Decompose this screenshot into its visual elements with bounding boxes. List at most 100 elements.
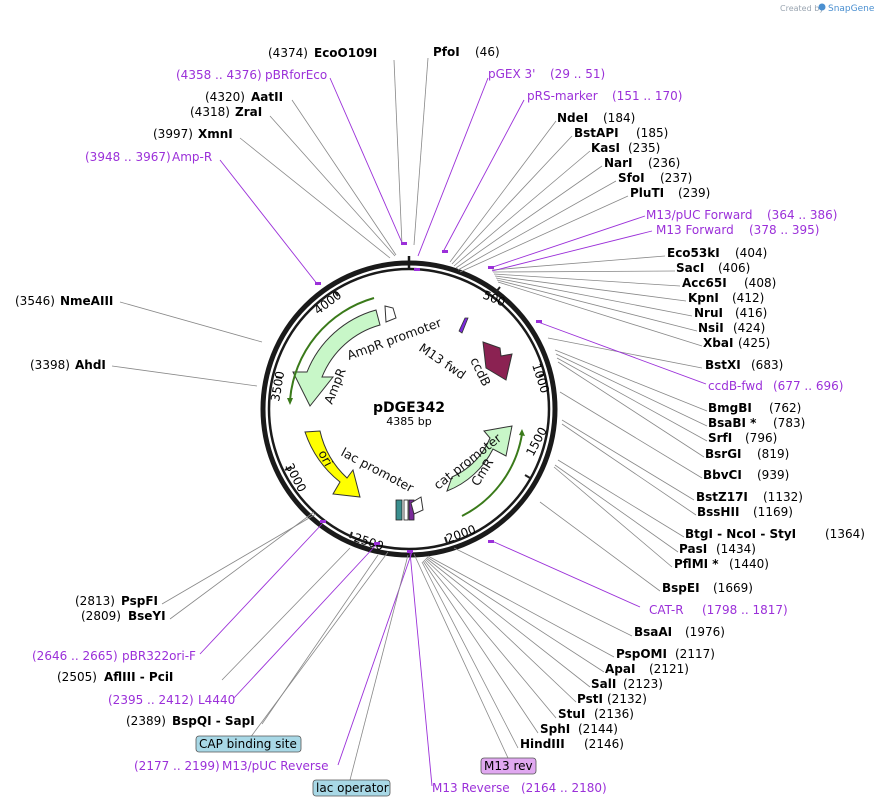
- plasmid-name: pDGE342: [373, 400, 445, 416]
- site-pos: (237): [660, 171, 692, 185]
- m13-rev-label: M13 rev: [484, 759, 533, 773]
- cmr-gene-arrow: [446, 425, 513, 492]
- site-name: PspFI: [121, 594, 158, 608]
- tick-label: 3500: [268, 370, 287, 403]
- m13-rev-box: [480, 757, 537, 775]
- site-pos: (416): [735, 306, 767, 320]
- ori-label: ori: [315, 447, 336, 468]
- primer-range: (378 .. 395): [749, 223, 819, 237]
- site-pos: (46): [475, 45, 500, 59]
- tick-mark: [538, 373, 546, 377]
- site-pos: (412): [732, 291, 764, 305]
- lac-operator-label: lac operator: [316, 781, 389, 795]
- site-pos: (2123): [623, 677, 663, 691]
- site-pos: (2117): [675, 647, 715, 661]
- tick-mark: [349, 531, 353, 539]
- site-name: EcoO109I: [314, 46, 377, 60]
- site-pos: (2146): [584, 737, 624, 751]
- site-pos: (1434): [716, 542, 756, 556]
- site-name: BmgBI: [708, 401, 752, 415]
- site-name: NsiI: [698, 321, 724, 335]
- site-pos: (2132): [607, 692, 647, 706]
- primer-name: pBR322ori-F: [122, 649, 196, 663]
- primer-range: (3948 .. 3967): [85, 150, 171, 164]
- site-name: NruI: [694, 306, 723, 320]
- primer-name: pRS-marker: [527, 89, 598, 103]
- ampr-gene-arrow: [292, 309, 381, 407]
- site-name: ZraI: [235, 105, 262, 119]
- tick-mark: [275, 376, 283, 379]
- tick-label: 4000: [311, 288, 344, 318]
- site-name: BstZ17I: [696, 490, 748, 504]
- primer-range: (2395 .. 2412): [108, 693, 194, 707]
- site-name: StuI: [558, 707, 585, 721]
- site-pos: (762): [769, 401, 801, 415]
- primer-markers: [315, 242, 542, 553]
- site-name: Eco53kI: [667, 246, 720, 260]
- site-name: BsrGI: [705, 447, 742, 461]
- site-name: AflIII - PciI: [104, 670, 173, 684]
- site-pos: (424): [733, 321, 765, 335]
- ori-arrow: [304, 430, 361, 498]
- site-pos: (1169): [753, 505, 793, 519]
- site-pos: (1976): [685, 625, 725, 639]
- site-pos: (3997): [153, 127, 193, 141]
- tick-mark: [444, 536, 448, 544]
- site-pos: (796): [745, 431, 777, 445]
- site-name: KasI: [591, 141, 620, 155]
- site-name: BspEI: [662, 581, 700, 595]
- site-pos: (2121): [649, 662, 689, 676]
- site-name: SfoI: [618, 171, 645, 185]
- primer-name: CAT-R: [649, 603, 684, 617]
- site-pos: (939): [757, 468, 789, 482]
- site-pos: (2389): [126, 714, 166, 728]
- site-name: AhdI: [75, 358, 106, 372]
- site-name: HindIII: [520, 737, 565, 751]
- site-name: NmeAIII: [60, 294, 113, 308]
- lac-promoter-block: [395, 499, 403, 521]
- primer-range: (2164 .. 2180): [521, 781, 607, 795]
- primer-name: pGEX 3': [488, 67, 535, 81]
- box-leaders: [249, 551, 509, 781]
- site-name: SalI: [591, 677, 616, 691]
- primer-name: Amp-R: [172, 150, 212, 164]
- site-pos: (783): [773, 416, 805, 430]
- cap-binding-box: [195, 735, 302, 753]
- primer-name: M13 Forward: [656, 223, 734, 237]
- site-name: XbaI: [703, 336, 733, 350]
- site-name: BstXI: [705, 358, 741, 372]
- site-name: BstAPI: [574, 126, 619, 140]
- site-name: KpnI: [688, 291, 719, 305]
- site-name: XmnI: [198, 127, 233, 141]
- cap-site-block: [403, 499, 409, 521]
- site-name: BbvCI: [703, 468, 742, 482]
- primer-range: (677 .. 696): [773, 379, 843, 393]
- site-pos: (408): [744, 276, 776, 290]
- primer-range: (2646 .. 2665): [32, 649, 118, 663]
- site-name: PluTI: [630, 186, 664, 200]
- site-pos: (236): [648, 156, 680, 170]
- primer-name: L4440: [198, 693, 235, 707]
- tick-mark: [524, 474, 531, 479]
- site-pos: (239): [678, 186, 710, 200]
- site-pos: (2813): [75, 594, 115, 608]
- site-name: PspOMI: [616, 647, 667, 661]
- site-name: ApaI: [605, 662, 635, 676]
- primer-name: M13 Reverse: [432, 781, 510, 795]
- cap-binding-label: CAP binding site: [199, 737, 297, 751]
- site-name: NarI: [604, 156, 633, 170]
- site-pos: (1364): [825, 527, 865, 541]
- site-pos: (4320): [205, 90, 245, 104]
- site-pos: (1440): [729, 557, 769, 571]
- tick-mark: [284, 466, 292, 471]
- primer-name: ccdB-fwd: [708, 379, 763, 393]
- site-name: BseYI: [128, 609, 166, 623]
- ampr-orf-line: [289, 297, 375, 401]
- site-name: PasI: [679, 542, 707, 556]
- cmr-orf-line: [461, 433, 523, 517]
- site-pos: (2505): [57, 670, 97, 684]
- tick-label: 500: [481, 288, 507, 310]
- tick-mark: [495, 286, 501, 293]
- credit-brand: SnapGene: [828, 4, 875, 14]
- site-name: PflMI *: [674, 557, 719, 571]
